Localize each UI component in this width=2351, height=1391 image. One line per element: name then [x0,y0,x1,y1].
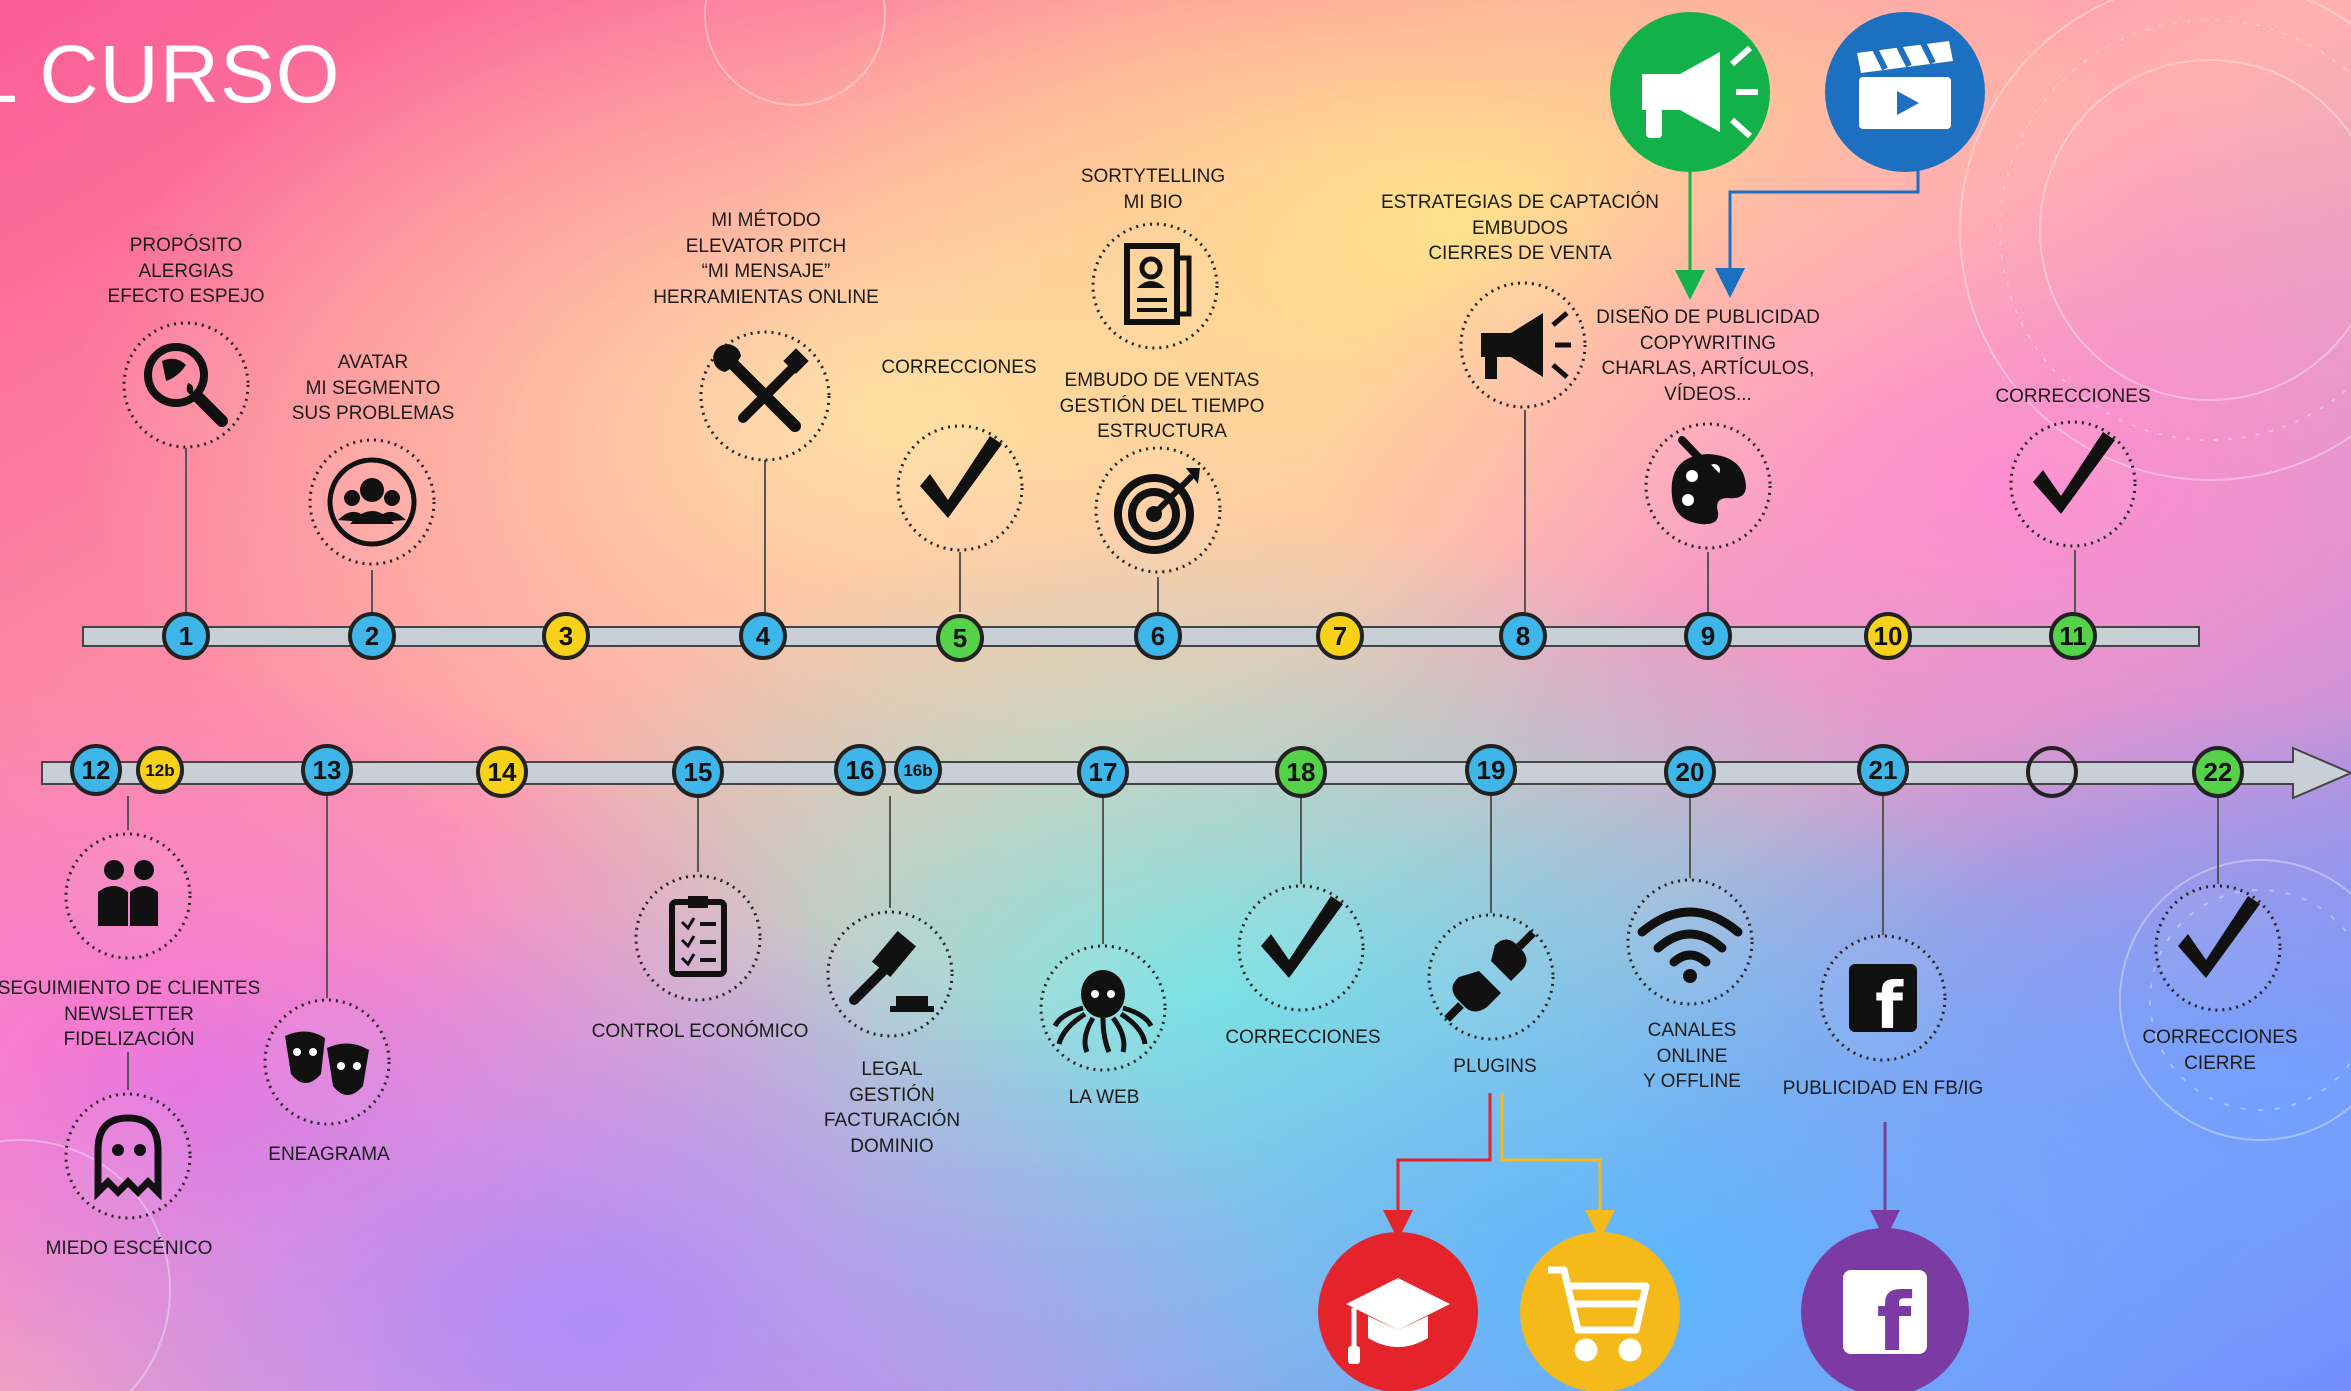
label-node-20: CANALES ONLINE Y OFFLINE [1643,1020,1741,1092]
label-node-2: AVATAR MI SEGMENTO SUS PROBLEMAS [291,352,455,424]
label-node-4: MI MÉTODO ELEVATOR PITCH “MI MENSAJE” HE… [653,210,879,308]
label-node-21: PUBLICIDAD EN FB/IG [1782,1078,1984,1099]
label-node-15: CONTROL ECONÓMICO [591,1021,809,1042]
page-title: L CURSO [0,29,341,120]
label-node-19: PLUGINS [1453,1056,1537,1077]
label-node-8: ESTRATEGIAS DE CAPTACIÓN EMBUDOS CIERRES… [1380,192,1659,264]
label-node-9: DISEÑO DE PUBLICIDAD COPYWRITING CHARLAS… [1596,307,1820,405]
label-node-16: LEGAL GESTIÓN FACTURACIÓN DOMINIO [823,1059,961,1157]
label-node-5: CORRECCIONES [881,357,1037,378]
label-node-1: PROPÓSITO ALERGIAS EFECTO ESPEJO [107,235,265,307]
label-node-22: CORRECCIONES CIERRE [2142,1027,2298,1074]
label-node-6-top: SORTYTELLING MI BIO [1080,166,1226,213]
label-node-6: EMBUDO DE VENTAS GESTIÓN DEL TIEMPO ESTR… [1059,370,1265,442]
label-node-11: CORRECCIONES [1995,386,2151,407]
label-node-17: LA WEB [1068,1087,1140,1108]
label-node-13: ENEAGRAMA [268,1144,390,1165]
label-node-18: CORRECCIONES [1225,1027,1381,1048]
label-node-12: SEGUIMIENTO DE CLIENTES NEWSLETTER FIDEL… [0,978,261,1050]
label-node-12b: MIEDO ESCÉNICO [45,1238,213,1259]
